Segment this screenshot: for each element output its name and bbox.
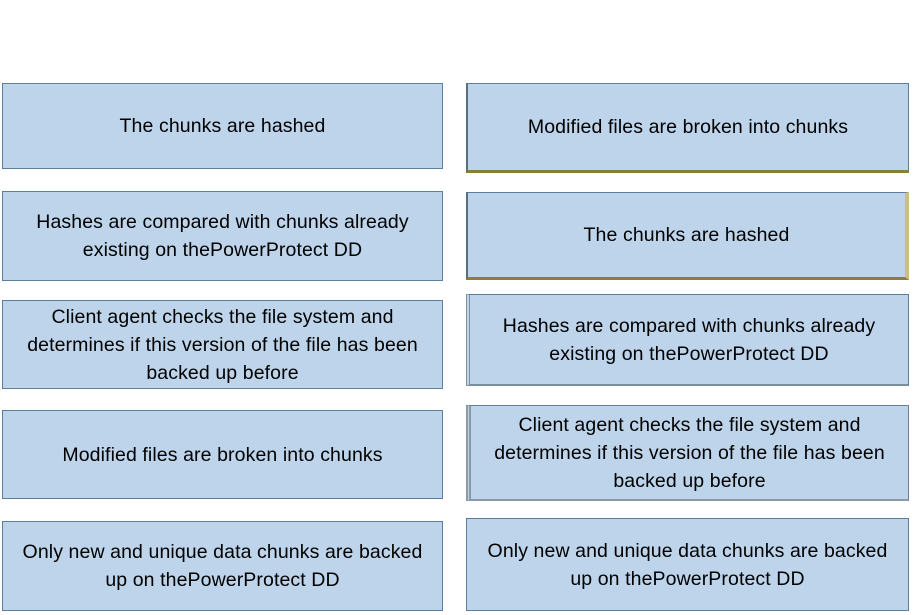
step-box-label: The chunks are hashed bbox=[583, 224, 790, 246]
option-step-box-1[interactable]: Modified files are broken into chunks bbox=[466, 83, 909, 173]
step-box-label: The chunks are hashed bbox=[119, 115, 326, 137]
option-step-box-3[interactable]: Hashes are compared with chunks already … bbox=[466, 294, 909, 386]
step-box-label: Hashes are compared with chunks already … bbox=[502, 314, 876, 365]
answer-step-box-2[interactable]: Hashes are compared with chunks already … bbox=[2, 191, 443, 281]
option-step-box-5[interactable]: Only new and unique data chunks are back… bbox=[466, 518, 909, 611]
step-box-label: Only new and unique data chunks are back… bbox=[487, 539, 888, 590]
answer-step-box-3[interactable]: Client agent checks the file system and … bbox=[2, 300, 443, 389]
answer-step-box-5[interactable]: Only new and unique data chunks are back… bbox=[2, 521, 443, 611]
option-step-box-2[interactable]: The chunks are hashed bbox=[466, 192, 909, 280]
step-box-label: Client agent checks the file system and … bbox=[27, 305, 418, 384]
step-box-label: Modified files are broken into chunks bbox=[62, 443, 383, 466]
step-box-label: Modified files are broken into chunks bbox=[527, 116, 849, 138]
answer-step-box-1[interactable]: The chunks are hashed bbox=[2, 83, 443, 169]
step-box-label: Client agent checks the file system and … bbox=[494, 413, 885, 492]
options-column: Modified files are broken into chunks Th… bbox=[460, 0, 914, 615]
step-box-label: Only new and unique data chunks are back… bbox=[22, 541, 423, 591]
answer-step-box-4[interactable]: Modified files are broken into chunks bbox=[2, 410, 443, 499]
option-step-box-4[interactable]: Client agent checks the file system and … bbox=[466, 405, 909, 501]
step-box-label: Hashes are compared with chunks already … bbox=[36, 211, 409, 261]
answer-column: The chunks are hashed Hashes are compare… bbox=[0, 0, 452, 615]
